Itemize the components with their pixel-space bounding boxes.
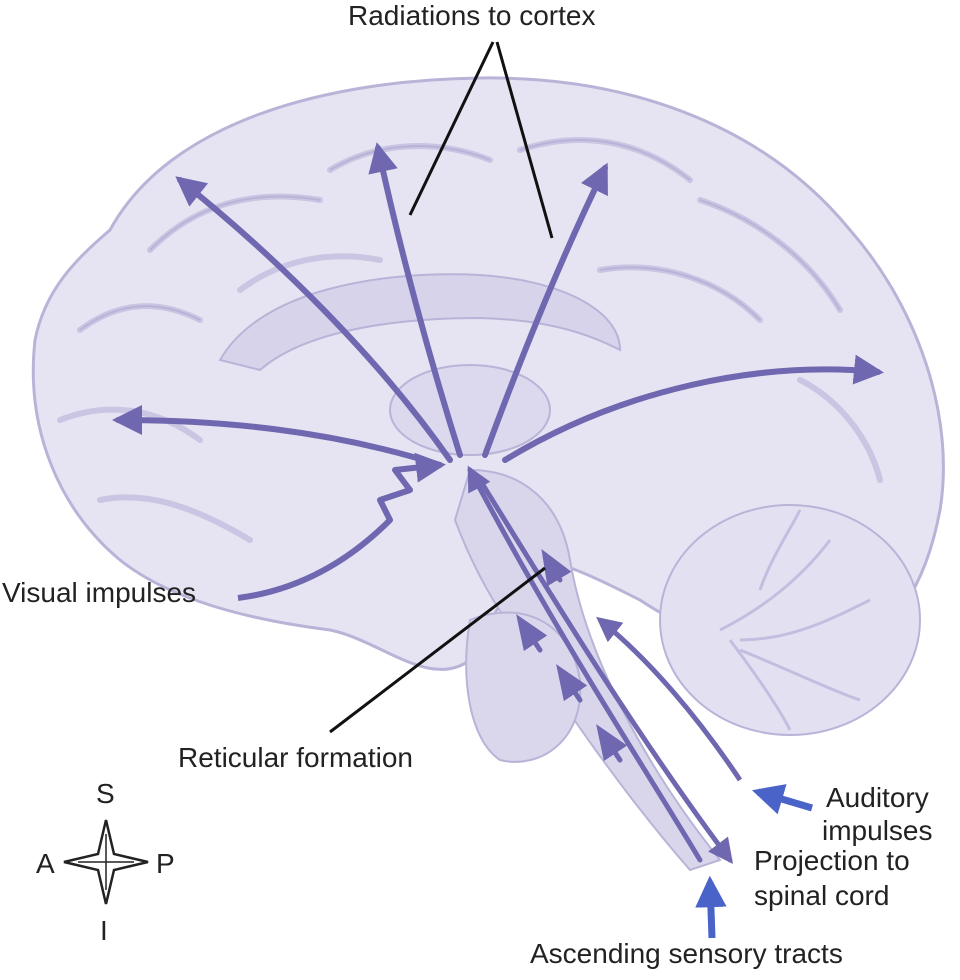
visual-pathway	[237, 452, 446, 601]
compass-label-superior: S	[96, 778, 115, 809]
leader-lines	[329, 41, 554, 734]
label-reticular-formation: Reticular formation	[178, 742, 413, 773]
radiation-arrow-2	[368, 142, 463, 458]
label-auditory-impulses-line1: Auditory	[826, 782, 929, 813]
radiation-arrows	[112, 142, 884, 468]
reticular-leader	[329, 566, 546, 734]
label-auditory-impulses-line2: impulses	[822, 815, 933, 846]
projection-tract	[477, 477, 733, 865]
radiation-arrow-3	[482, 162, 608, 458]
compass-label-posterior: P	[156, 848, 175, 879]
radiations-leader-left	[408, 41, 495, 216]
radiation-arrow-5	[502, 354, 884, 463]
radiation-arrow-1	[175, 176, 453, 463]
radiations-leader-right	[495, 41, 554, 239]
label-ascending-sensory-tracts: Ascending sensory tracts	[530, 938, 843, 969]
label-radiations-to-cortex: Radiations to cortex	[348, 0, 596, 31]
radiation-arrow-4	[112, 405, 443, 468]
auditory-input-arrow	[751, 784, 813, 815]
ascending-input-arrow	[695, 875, 727, 939]
corpus-callosum	[218, 273, 622, 372]
label-projection-line1: Projection to	[754, 845, 910, 876]
compass-label-inferior: I	[100, 915, 108, 946]
label-visual-impulses: Visual impulses	[2, 577, 197, 608]
cerebellum	[659, 504, 921, 736]
orientation-compass	[63, 819, 149, 905]
label-projection-line2: spinal cord	[754, 880, 890, 911]
compass-label-anterior: A	[36, 848, 55, 879]
brainstem-tracts	[467, 465, 733, 865]
auditory-pathway	[596, 616, 743, 782]
arbor-vitae	[719, 509, 871, 731]
ascending-tract	[467, 465, 703, 863]
